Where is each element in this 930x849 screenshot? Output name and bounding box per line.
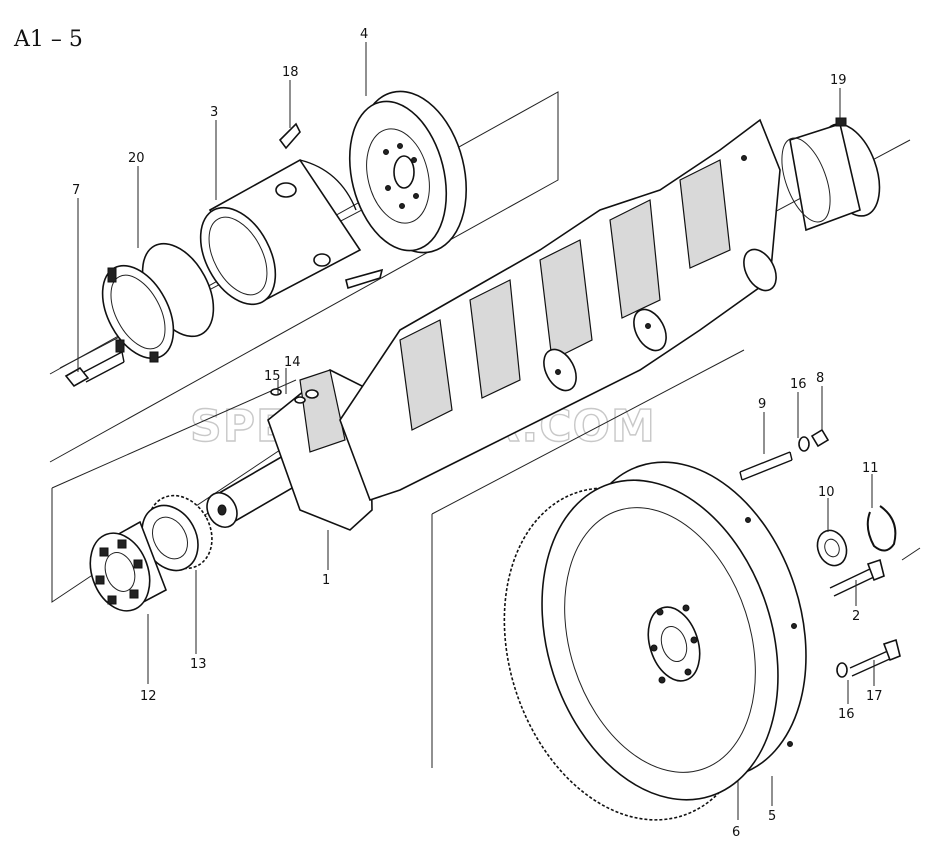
damper-4 (348, 90, 468, 254)
bearing-10 (816, 529, 848, 567)
callout-9: 9 (758, 397, 766, 412)
lower-right-boundary-top (431, 349, 745, 515)
pin-14 (305, 389, 319, 399)
sleeve-3 (199, 158, 362, 306)
callout-4: 4 (360, 27, 368, 42)
bolt-7 (64, 351, 125, 388)
callout-16-lower: 16 (838, 707, 855, 722)
bolt-2 (829, 558, 885, 597)
washer-16-upper (798, 436, 810, 452)
callout-12: 12 (140, 689, 157, 704)
callout-10: 10 (818, 485, 835, 500)
callout-8: 8 (816, 371, 824, 386)
callout-17: 17 (866, 689, 883, 704)
gear-13 (141, 494, 213, 572)
callout-11: 11 (862, 461, 879, 476)
pin-19 (835, 117, 847, 127)
callout-2: 2 (852, 609, 860, 624)
lower-left-boundary-top (51, 379, 297, 489)
washer-16-lower (836, 662, 848, 678)
callout-16-upper: 16 (790, 377, 807, 392)
callout-6: 6 (732, 825, 740, 840)
crankshaft-1 (206, 118, 881, 531)
ring-20 (101, 242, 215, 363)
diagram-title: A1 – 5 (13, 27, 83, 52)
callout-15: 15 (264, 369, 281, 384)
bolt-17 (849, 638, 901, 677)
flywheel-5 (541, 461, 807, 801)
hub-12 (89, 520, 168, 612)
callout-18: 18 (282, 65, 299, 80)
stud-9 (739, 451, 793, 481)
callout-19: 19 (830, 73, 847, 88)
callout-7: 7 (72, 183, 80, 198)
callout-14: 14 (284, 355, 301, 370)
callout-5: 5 (768, 809, 776, 824)
callouts: 4 18 3 20 7 19 14 15 1 13 12 9 16 8 10 1… (72, 27, 883, 840)
callout-13: 13 (190, 657, 207, 672)
callout-3: 3 (210, 105, 218, 120)
nut-8 (810, 428, 830, 448)
plate-18 (278, 122, 384, 290)
lower-right-boundary-end (901, 547, 921, 561)
leader-lines (77, 42, 875, 820)
callout-1: 1 (322, 573, 330, 588)
snap-ring-11 (866, 505, 897, 552)
callout-20: 20 (128, 151, 145, 166)
